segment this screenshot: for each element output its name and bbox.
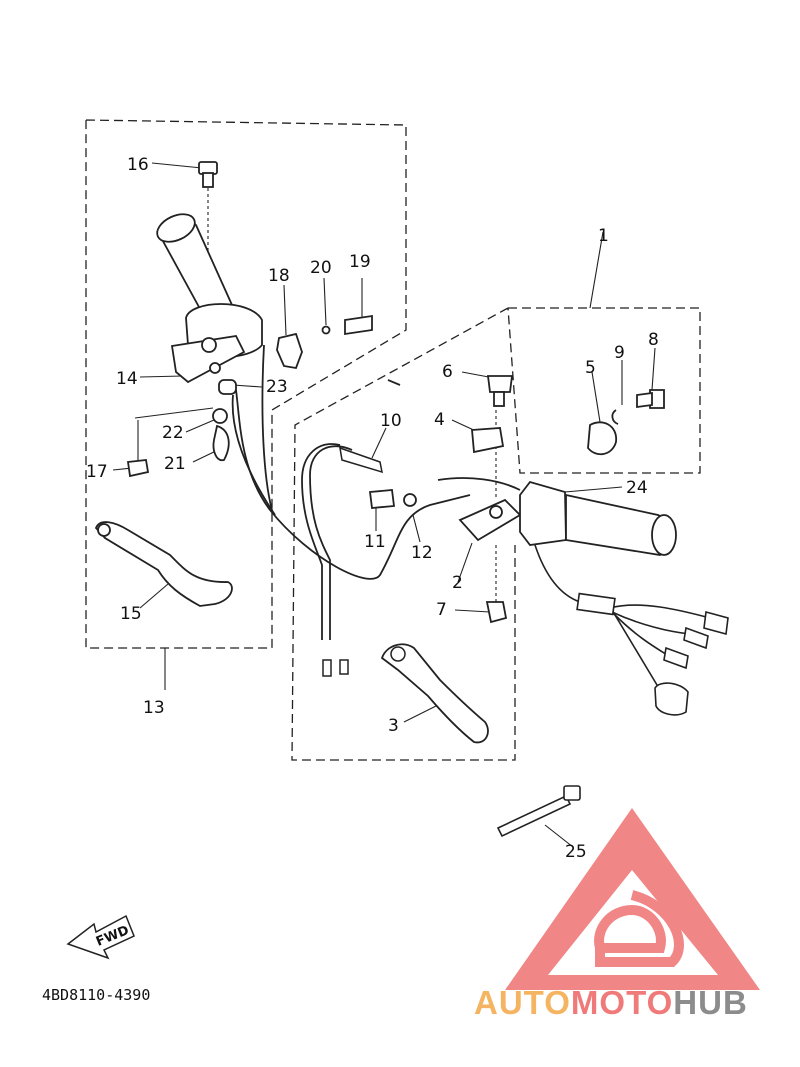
callout-19: 19	[349, 252, 371, 272]
throttle-assembly	[368, 375, 677, 624]
diagram-part-code: 4BD8110-4390	[42, 986, 150, 1004]
callout-17: 17	[86, 462, 108, 482]
callout-25: 25	[565, 842, 587, 862]
callout-6: 6	[442, 362, 453, 382]
watermark-moto: MOTO	[571, 984, 673, 1021]
group-1-boundary	[291, 307, 701, 761]
callout-5: 5	[585, 358, 596, 378]
callout-22: 22	[162, 423, 184, 443]
callout-20: 20	[310, 258, 332, 278]
callout-11: 11	[364, 532, 386, 552]
callout-16: 16	[127, 155, 149, 175]
callout-4: 4	[434, 410, 445, 430]
callout-10: 10	[380, 411, 402, 431]
watermark-text: AUTOMOTOHUB	[474, 984, 748, 1021]
callout-12: 12	[411, 543, 433, 563]
watermark-auto: AUTO	[474, 984, 571, 1021]
cable-tie	[496, 785, 581, 838]
callout-21: 21	[164, 454, 186, 474]
cable-routing	[231, 344, 521, 640]
callout-13: 13	[143, 698, 165, 718]
callout-3: 3	[388, 716, 399, 736]
clutch-assembly	[94, 161, 373, 607]
callout-24: 24	[626, 478, 648, 498]
brake-lever	[380, 643, 489, 744]
callout-8: 8	[648, 330, 659, 350]
callout-18: 18	[268, 266, 290, 286]
callout-15: 15	[120, 604, 142, 624]
callout-1: 1	[598, 226, 609, 246]
watermark-hub: HUB	[673, 984, 748, 1021]
callout-23: 23	[266, 377, 288, 397]
callout-14: 14	[116, 369, 138, 389]
callout-7: 7	[436, 600, 447, 620]
callout-2: 2	[452, 573, 463, 593]
fwd-arrow-icon: FWD	[66, 914, 135, 960]
automotohub-logo	[505, 808, 760, 990]
callout-9: 9	[614, 343, 625, 363]
